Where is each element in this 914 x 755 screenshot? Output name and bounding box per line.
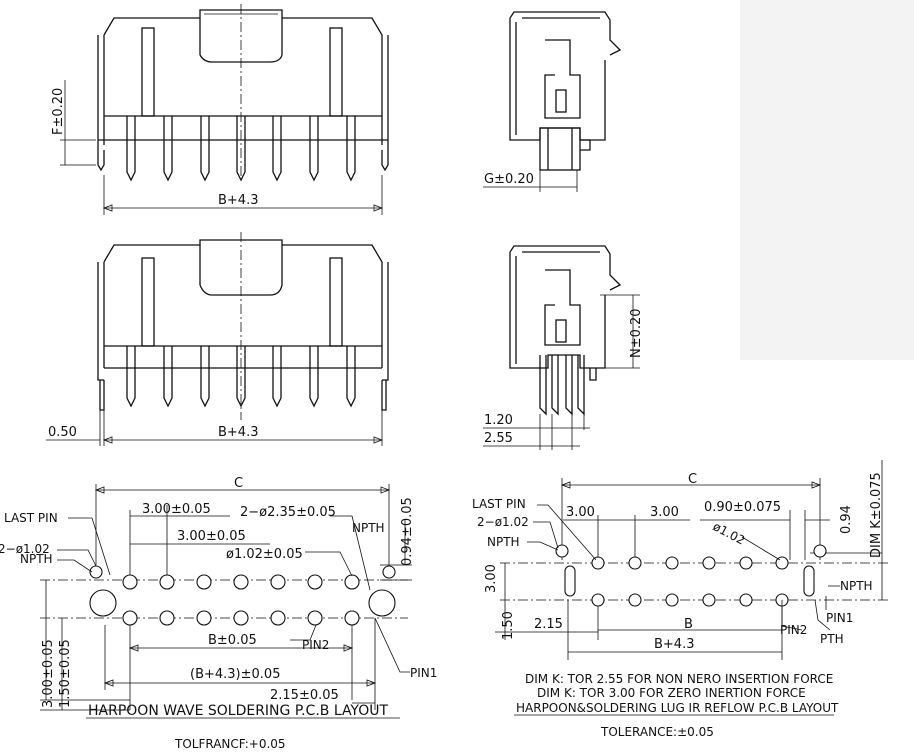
scan-shade (740, 0, 914, 360)
left-pitch-top: 3.00±0.05 (142, 502, 211, 517)
pin-row-bottom (97, 346, 389, 411)
left-tolerance: TOLFRANCF:+0.05 (174, 737, 286, 751)
pcb-layout-right (495, 460, 890, 716)
left-dim-215: 2.15±0.05 (270, 688, 339, 703)
left-hole-npth: 2−ø1.02 (0, 542, 50, 556)
left-pitch-mid: 3.00±0.05 (177, 529, 246, 544)
front-view-bottom (46, 232, 389, 446)
left-dim-b43: (B+4.3)±0.05 (190, 667, 280, 682)
right-note-2: DIM K: TOR 3.00 FOR ZERO INERTION FORCE (537, 686, 806, 700)
left-pin1: PIN1 (410, 666, 437, 680)
right-pitch-a: 3.00 (566, 505, 595, 520)
right-last-pin: LAST PIN (472, 497, 526, 511)
right-hole-npth: 2−ø1.02 (477, 515, 529, 529)
right-note-1: DIM K: TOR 2.55 FOR NON NERO INSERTION F… (525, 672, 833, 686)
left-dim-150: 1.50±0.05 (58, 639, 73, 708)
right-dim-094: 0.94 (839, 505, 854, 534)
left-dim-300: 3.00±0.05 (41, 639, 56, 708)
left-pin2: PIN2 (302, 638, 329, 652)
right-title: HARPOON&SOLDERING LUG IR REFLOW P.C.B LA… (516, 701, 839, 715)
side-view-bottom (483, 245, 640, 450)
left-npth2: NPTH (20, 552, 53, 566)
side-view-top (483, 11, 622, 192)
right-tolerance: TOLERANCE:±0.05 (600, 725, 714, 739)
dim-g: G±0.20 (484, 172, 534, 187)
right-pin1: PIN1 (826, 611, 853, 625)
right-npth2: NPTH (840, 579, 873, 593)
right-dim-k: DIM K±0.075 (869, 472, 884, 558)
right-dim-b: B (684, 617, 693, 632)
dim-b43-top: B+4.3 (218, 193, 259, 208)
right-dim-300: 3.00 (484, 564, 499, 593)
front-view-top (60, 4, 389, 215)
left-dim-b: B±0.05 (208, 633, 257, 648)
left-title: HARPOON WAVE SOLDERING P.C.B LAYOUT (88, 703, 388, 719)
right-pin2: PIN2 (780, 623, 807, 637)
dim-120: 1.20 (484, 413, 513, 428)
dim-b43-bottom: B+4.3 (218, 425, 259, 440)
right-hole-102: ø1.02 (711, 519, 748, 547)
left-dim-c: C (234, 476, 243, 491)
left-hole-102: ø1.02±0.05 (226, 547, 303, 562)
dim-n: N±0.20 (629, 308, 644, 358)
left-dim-094: 0.94±0.05 (400, 497, 415, 566)
pin-row-top (97, 116, 389, 182)
hole-grid-left (89, 565, 396, 626)
right-pth: PTH (820, 632, 844, 646)
right-dim-150: 1.50 (501, 611, 516, 640)
dim-050: 0.50 (48, 425, 77, 440)
right-npth: NPTH (487, 535, 520, 549)
right-dim-b43: B+4.3 (654, 637, 695, 652)
dim-255: 2.55 (484, 431, 513, 446)
pcb-layout-left (40, 484, 412, 719)
left-last-pin: LAST PIN (4, 511, 58, 525)
right-dim-215: 2.15 (534, 617, 563, 632)
hole-grid-right (555, 544, 827, 607)
left-npth: NPTH (352, 521, 385, 535)
right-dim-c: C (688, 472, 697, 487)
right-dim-090: 0.90±0.075 (704, 500, 781, 515)
right-pitch-b: 3.00 (650, 505, 679, 520)
dim-f: F±0.20 (51, 88, 66, 135)
left-hole-235: 2−ø2.35±0.05 (240, 505, 336, 520)
